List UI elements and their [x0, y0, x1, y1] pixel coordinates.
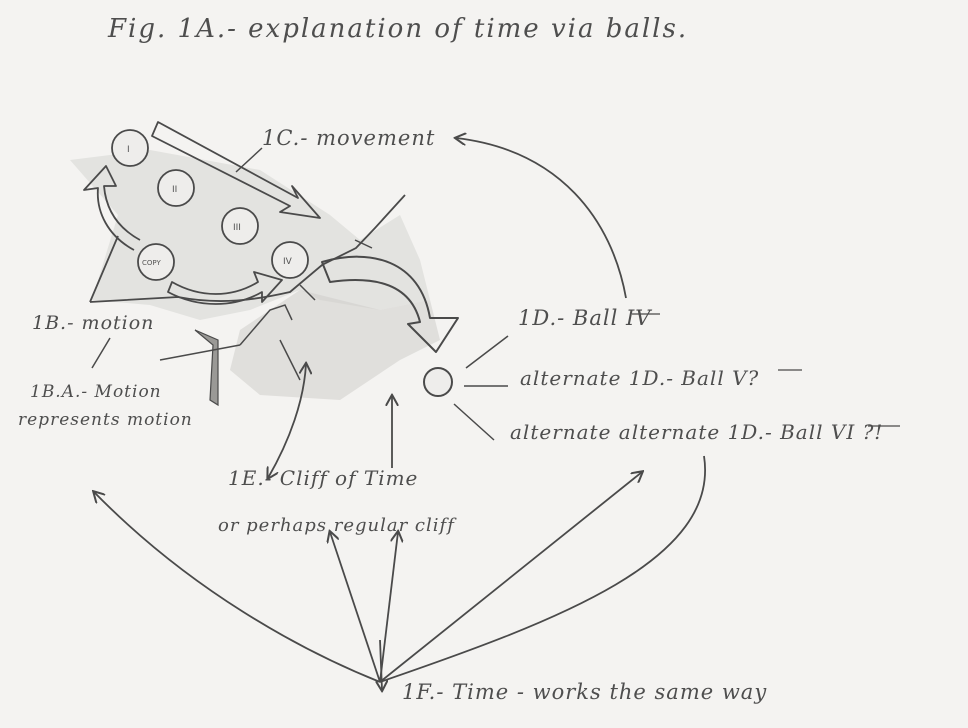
label-motion: 1B.- motion: [32, 312, 155, 334]
ball-1: I: [111, 129, 149, 167]
label-alternate-ball-v: alternate 1D.- Ball V?: [520, 366, 760, 390]
ball-2: II: [157, 169, 195, 207]
cliff-edge-detail: [159, 239, 373, 381]
label-movement: 1C.- movement: [262, 126, 436, 150]
svg-text:IV: IV: [283, 257, 293, 267]
label-motion-represents-2: represents motion: [18, 410, 193, 430]
roman-numeral-underlines: [632, 313, 900, 427]
time-arrow-right: [379, 472, 642, 683]
label-ball-iv: 1D.- Ball IV: [518, 306, 652, 330]
ball-3: III: [221, 207, 259, 245]
time-arrow-far-right: [379, 455, 707, 683]
label-time-same-way: 1F.- Time - works the same way: [402, 680, 768, 704]
svg-text:I: I: [127, 145, 130, 155]
fall-arrow: [321, 255, 459, 353]
time-arrow-far-left: [94, 492, 381, 683]
svg-text:III: III: [233, 223, 241, 233]
time-arrow-left: [330, 532, 381, 683]
time-arrow-down: [380, 639, 382, 690]
svg-text:II: II: [172, 185, 177, 195]
cliff-crack: [194, 329, 219, 407]
ball-iv-leader: [465, 335, 509, 369]
svg-text:COPY: COPY: [142, 259, 161, 267]
ball-iv-to-movement-arrow: [456, 138, 627, 299]
label-regular-cliff: or perhaps regular cliff: [218, 515, 455, 536]
movement-arrow: [151, 121, 321, 219]
figure-title: Fig. 1A.- explanation of time via balls.: [108, 14, 689, 44]
motion-arrow-left: [83, 165, 141, 251]
time-arrow-center: [379, 532, 398, 683]
motion-leader: [91, 337, 111, 369]
ball-4: IV: [271, 241, 309, 279]
movement-label-leader: [235, 147, 263, 173]
label-alternate-alternate-ball-vi: alternate alternate 1D.- Ball VI ?!: [510, 420, 884, 444]
label-cliff-of-time: 1E.- Cliff of Time: [228, 466, 419, 490]
ball-vi-leader: [453, 403, 495, 441]
label-motion-represents-1: 1B.A.- Motion: [30, 382, 162, 402]
ball-copy: COPY: [137, 243, 175, 281]
cliff-arrow-left: [268, 364, 306, 478]
cliff-outline: [89, 194, 406, 303]
cliff-face: [230, 290, 440, 400]
falling-ball: [423, 367, 453, 397]
motion-arrow-bottom: [167, 271, 283, 305]
